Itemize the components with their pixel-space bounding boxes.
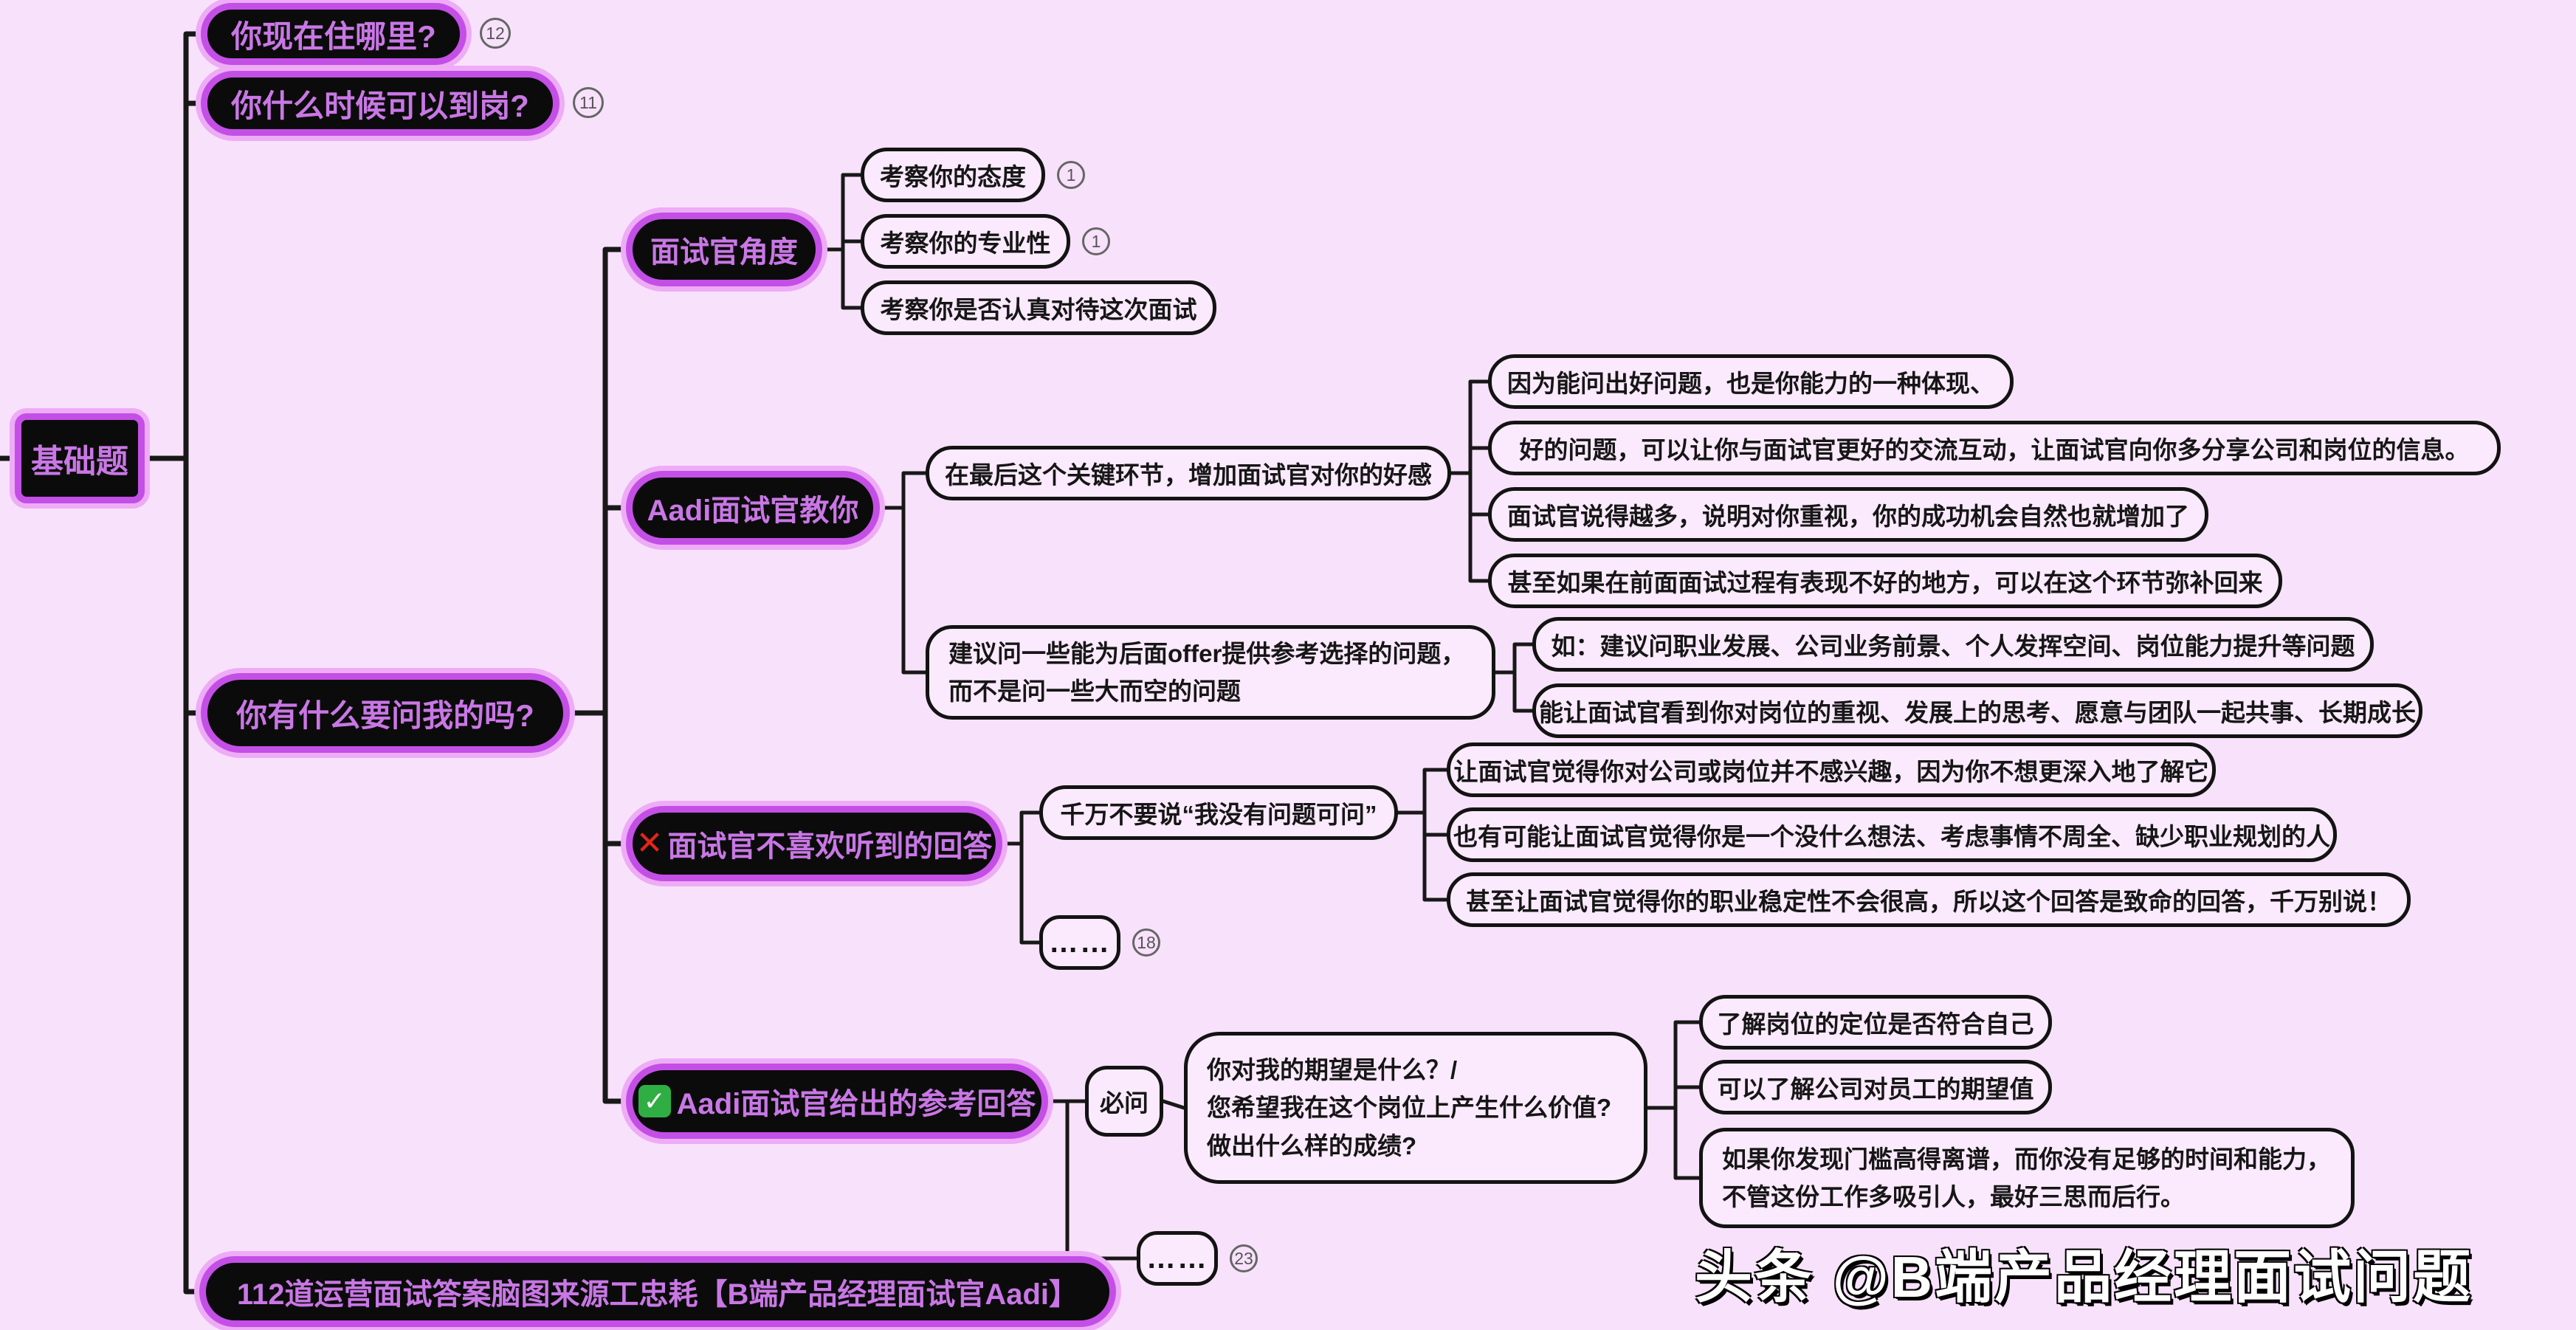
node-aadi-teaches-you-label: Aadi面试官教你 <box>647 495 859 527</box>
leaf-goodwill-value[interactable]: 面试官说得越多，说明对你重视，你的成功机会自然也就增加了 <box>1488 487 2208 542</box>
badge-disliked-more-count[interactable]: 18 <box>1132 928 1160 957</box>
leaf-expect-company-expectation-label: 可以了解公司对员工的期望值 <box>1717 1075 2034 1103</box>
leaf-expect-think-twice-label: 如果你发现门槛高得离谱，而你没有足够的时间和能力， 不管这份工作多吸引人，最好三… <box>1722 1145 2331 1210</box>
node-root-basic-questions[interactable]: 基础题 <box>15 413 145 503</box>
leaf-reference-more[interactable]: …… <box>1137 1231 1218 1286</box>
leaf-suggest-examples[interactable]: 如：建议问职业发展、公司业务前景、个人发挥空间、岗位能力提升等问题 <box>1532 617 2374 672</box>
leaf-angle-serious-label: 考察你是否认真对待这次面试 <box>880 296 1197 323</box>
node-where-live[interactable]: 你现在住哪里? <box>201 3 466 65</box>
watermark-account: @B端产品经理面试问题 <box>1832 1244 2473 1309</box>
leaf-teach-suggest[interactable]: 建议问一些能为后面offer提供参考选择的问题， 而不是问一些大而空的问题 <box>926 625 1495 720</box>
leaf-must-ask[interactable]: 必问 <box>1085 1066 1163 1137</box>
leaf-suggest-benefit[interactable]: 能让面试官看到你对岗位的重视、发展上的思考、愿意与团队一起共事、长期成长 <box>1532 683 2422 738</box>
leaf-expect-position-fit[interactable]: 了解岗位的定位是否符合自己 <box>1699 995 2052 1050</box>
node-any-questions-label: 你有什么要问我的吗? <box>236 697 534 733</box>
leaf-expectation-question-label: 你对我的期望是什么？/ 您希望我在这个岗位上产生什么价值? 做出什么样的成绩? <box>1207 1056 1612 1160</box>
leaf-never-no-interest-label: 让面试官觉得你对公司或岗位并不感兴趣，因为你不想更深入地了解它 <box>1453 758 2209 785</box>
node-interviewer-angle-label: 面试官角度 <box>650 236 798 269</box>
leaf-goodwill-remedy[interactable]: 甚至如果在前面面试过程有表现不好的地方，可以在这个环节弥补回来 <box>1488 554 2282 608</box>
node-disliked-answers-label: 面试官不喜欢听到的回答 <box>667 830 993 863</box>
leaf-expect-company-expectation[interactable]: 可以了解公司对员工的期望值 <box>1699 1060 2052 1114</box>
leaf-goodwill-ability[interactable]: 因为能问出好问题，也是你能力的一种体现、 <box>1488 354 2014 409</box>
node-disliked-answers[interactable]: ✕ 面试官不喜欢听到的回答 <box>626 806 1002 881</box>
leaf-angle-attitude[interactable]: 考察你的态度 <box>861 148 1045 202</box>
leaf-teach-goodwill-label: 在最后这个关键环节，增加面试官对你的好感 <box>945 461 1432 489</box>
leaf-never-fatal-label: 甚至让面试官觉得你的职业稳定性不会很高，所以这个回答是致命的回答，千万别说！ <box>1466 888 2391 915</box>
leaf-expectation-question[interactable]: 你对我的期望是什么？/ 您希望我在这个岗位上产生什么价值? 做出什么样的成绩? <box>1184 1032 1647 1184</box>
leaf-teach-goodwill[interactable]: 在最后这个关键环节，增加面试官对你的好感 <box>926 446 1451 500</box>
node-where-live-label: 你现在住哪里? <box>231 18 436 54</box>
node-interviewer-angle[interactable]: 面试官角度 <box>626 213 822 286</box>
badge-reference-more-count[interactable]: 23 <box>1230 1244 1258 1272</box>
leaf-disliked-more-label: …… <box>1049 926 1111 959</box>
leaf-never-no-interest[interactable]: 让面试官觉得你对公司或岗位并不感兴趣，因为你不想更深入地了解它 <box>1447 742 2216 797</box>
leaf-suggest-benefit-label: 能让面试官看到你对岗位的重视、发展上的思考、愿意与团队一起共事、长期成长 <box>1539 699 2416 726</box>
leaf-disliked-more[interactable]: …… <box>1039 915 1120 970</box>
red-x-icon: ✕ <box>636 825 664 861</box>
node-onboard-time[interactable]: 你什么时候可以到岗? <box>201 71 559 136</box>
leaf-goodwill-remedy-label: 甚至如果在前面面试过程有表现不好的地方，可以在这个环节弥补回来 <box>1507 569 2263 596</box>
badge-angle-attitude-count[interactable]: 1 <box>1057 161 1085 189</box>
leaf-expect-think-twice[interactable]: 如果你发现门槛高得离谱，而你没有足够的时间和能力， 不管这份工作多吸引人，最好三… <box>1699 1128 2355 1228</box>
leaf-never-say-label: 千万不要说“我没有问题可问” <box>1060 801 1377 828</box>
node-source-banner-label: 112道运营面试答案脑图来源工忠耗【B端产品经理面试官Aadi】 <box>236 1278 1079 1311</box>
leaf-angle-serious[interactable]: 考察你是否认真对待这次面试 <box>861 280 1216 335</box>
node-source-banner[interactable]: 112道运营面试答案脑图来源工忠耗【B端产品经理面试官Aadi】 <box>199 1256 1116 1327</box>
leaf-angle-attitude-label: 考察你的态度 <box>880 163 1026 190</box>
node-reference-answers[interactable]: ✓ Aadi面试官给出的参考回答 <box>626 1064 1048 1139</box>
badge-where-live-count[interactable]: 12 <box>480 18 511 49</box>
leaf-expect-position-fit-label: 了解岗位的定位是否符合自己 <box>1717 1010 2034 1038</box>
badge-angle-professional-count[interactable]: 1 <box>1082 227 1110 255</box>
leaf-goodwill-interaction[interactable]: 好的问题，可以让你与面试官更好的交流互动，让面试官向你多分享公司和岗位的信息。 <box>1488 421 2501 475</box>
node-reference-answers-label: Aadi面试官给出的参考回答 <box>676 1088 1036 1120</box>
leaf-never-fatal[interactable]: 甚至让面试官觉得你的职业稳定性不会很高，所以这个回答是致命的回答，千万别说！ <box>1447 872 2411 927</box>
node-onboard-time-label: 你什么时候可以到岗? <box>231 88 529 123</box>
leaf-never-no-idea-label: 也有可能让面试官觉得你是一个没什么想法、考虑事情不周全、缺少职业规划的人 <box>1453 823 2330 850</box>
leaf-angle-professional-label: 考察你的专业性 <box>880 230 1051 257</box>
watermark: 头条 @B端产品经理面试问题 <box>1695 1231 2473 1314</box>
leaf-never-no-idea[interactable]: 也有可能让面试官觉得你是一个没什么想法、考虑事情不周全、缺少职业规划的人 <box>1447 807 2337 862</box>
leaf-suggest-examples-label: 如：建议问职业发展、公司业务前景、个人发挥空间、岗位能力提升等问题 <box>1551 633 2355 660</box>
node-any-questions[interactable]: 你有什么要问我的吗? <box>201 673 570 753</box>
leaf-goodwill-value-label: 面试官说得越多，说明对你重视，你的成功机会自然也就增加了 <box>1507 503 2189 530</box>
watermark-source: 头条 <box>1695 1244 1815 1309</box>
node-root-label: 基础题 <box>31 444 128 480</box>
leaf-must-ask-label: 必问 <box>1100 1089 1148 1117</box>
leaf-goodwill-ability-label: 因为能问出好问题，也是你能力的一种体现、 <box>1507 370 1994 397</box>
leaf-angle-professional[interactable]: 考察你的专业性 <box>861 214 1070 269</box>
leaf-never-say[interactable]: 千万不要说“我没有问题可问” <box>1039 785 1398 840</box>
leaf-reference-more-label: …… <box>1146 1241 1208 1275</box>
green-check-icon: ✓ <box>638 1085 671 1117</box>
leaf-teach-suggest-label: 建议问一些能为后面offer提供参考选择的问题， 而不是问一些大而空的问题 <box>948 639 1466 705</box>
leaf-goodwill-interaction-label: 好的问题，可以让你与面试官更好的交流互动，让面试官向你多分享公司和岗位的信息。 <box>1519 436 2470 464</box>
node-aadi-teaches-you[interactable]: Aadi面试官教你 <box>626 471 880 545</box>
badge-onboard-time-count[interactable]: 11 <box>573 87 604 118</box>
